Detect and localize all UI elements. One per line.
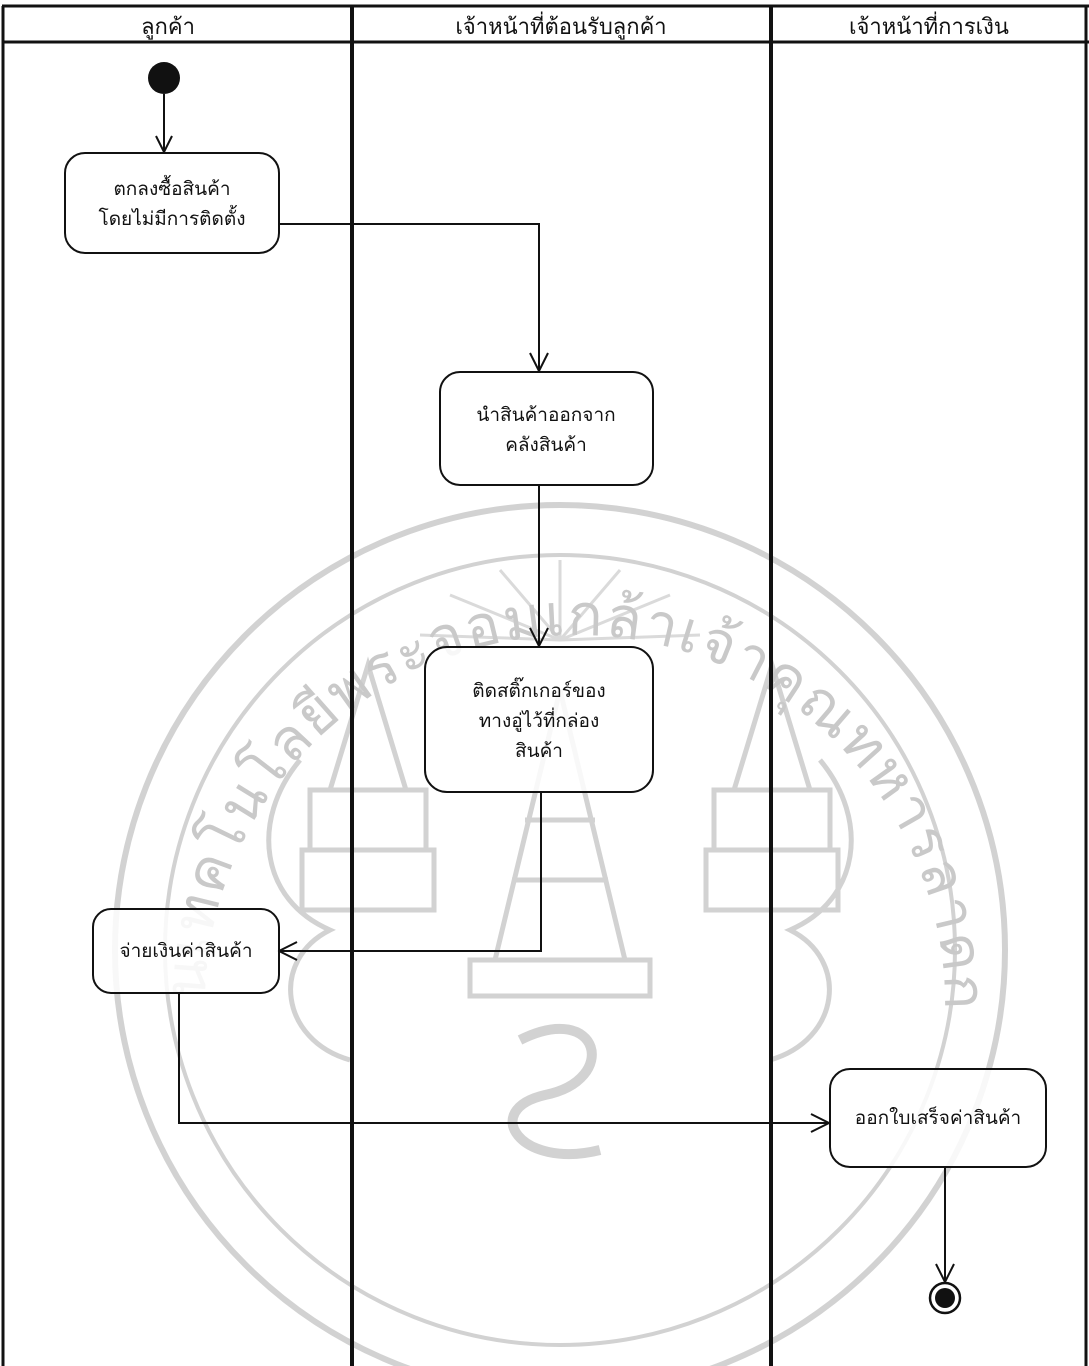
- watermark-right-ornament-icon: [769, 758, 854, 1063]
- flow-edges: [155, 94, 955, 1285]
- edge-agree-to-take: [279, 223, 540, 370]
- watermark-symbol-icon: [507, 1023, 602, 1160]
- action-label-line-1: ออกใบเสร็จค่าสินค้า: [855, 1105, 1021, 1129]
- action-box: [92, 908, 280, 994]
- end-node-dot: [935, 1288, 955, 1308]
- watermark-emblem: [112, 502, 1008, 1366]
- action-label-line-1: จ่ายเงินค่าสินค้า: [119, 940, 252, 962]
- action-agree-purchase: ตกลงซื้อสินค้า โดยไม่มีการติดตั้ง: [64, 152, 280, 254]
- lane-title-customer: ลูกค้า: [141, 15, 195, 40]
- action-attach-sticker: ติดสติ๊กเกอร์ของ ทางอู่ไว้ที่กล่อง สินค้…: [424, 646, 654, 793]
- swimlane-frame: [1, 4, 1089, 1366]
- action-label-line-2: คลังสินค้า: [505, 434, 587, 456]
- action-label-line-1: ตกลงซื้อสินค้า: [113, 175, 230, 200]
- action-take-goods: นำสินค้าออกจาก คลังสินค้า: [439, 371, 654, 486]
- action-label-line-3: สินค้า: [515, 740, 563, 762]
- action-label-line-1: ติดสติ๊กเกอร์ของ: [472, 677, 605, 702]
- action-label-line-2: โดยไม่มีการติดตั้ง: [99, 205, 246, 230]
- lane-title-reception: เจ้าหน้าที่ต้อนรับลูกค้า: [455, 11, 666, 40]
- watermark-pagoda-center-icon: [467, 689, 653, 999]
- action-box: [64, 152, 280, 254]
- watermark-left-ornament-icon: [266, 758, 351, 1063]
- action-box: [439, 371, 654, 486]
- watermark-pagoda-left-icon: [299, 656, 437, 913]
- edge-sticker-to-pay: [281, 793, 542, 952]
- action-box: [424, 646, 654, 793]
- action-pay: จ่ายเงินค่าสินค้า: [92, 908, 280, 994]
- end-node: [928, 1281, 962, 1315]
- action-box: [829, 1068, 1047, 1168]
- action-label-line-2: ทางอู่ไว้ที่กล่อง: [479, 707, 599, 732]
- action-receipt: ออกใบเสร็จค่าสินค้า: [829, 1068, 1047, 1168]
- lane-title-finance: เจ้าหน้าที่การเงิน: [849, 11, 1009, 40]
- start-node: [148, 62, 180, 94]
- watermark-rays-icon: [419, 560, 701, 642]
- action-label-line-1: นำสินค้าออกจาก: [476, 404, 615, 426]
- edge-pay-to-receipt: [178, 993, 827, 1124]
